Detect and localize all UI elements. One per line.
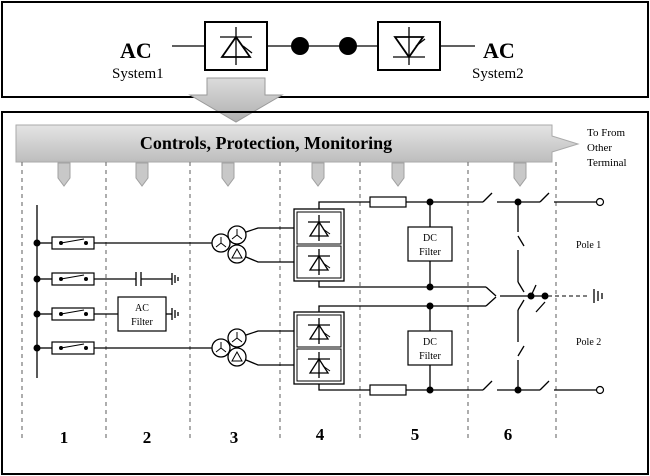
- dc-filter-top-line1: DC: [423, 233, 437, 244]
- thyristor-symbol-1: [220, 27, 253, 65]
- column-number-2: 2: [143, 428, 152, 447]
- pole1-terminal: [595, 197, 605, 207]
- ac-filter: AC Filter: [94, 296, 179, 332]
- smoothing-reactor-bottom: [369, 384, 407, 396]
- breaker-1: [37, 236, 95, 250]
- breaker-3: [37, 307, 95, 321]
- ac-switchyard: [33, 205, 95, 378]
- thyristor-symbol-2: [393, 27, 426, 65]
- terminal-label-line1: To From: [587, 127, 625, 139]
- control-arrows: [57, 162, 527, 187]
- column-number-1: 1: [60, 428, 69, 447]
- dc-filter-bottom-line2: Filter: [419, 351, 441, 362]
- terminal-label-line2: Other: [587, 142, 612, 154]
- left-system-label: System1: [112, 66, 164, 82]
- smoothing-reactor-top: [369, 196, 407, 208]
- column-numbers: 1 2 3 4 5 6: [60, 425, 513, 447]
- right-system-label: System2: [472, 66, 524, 82]
- pole1-label: Pole 1: [576, 240, 601, 251]
- dc-filter-top: [407, 226, 453, 262]
- column-separators: [21, 162, 557, 440]
- dc-wiring: DC Filter DC Filter: [318, 192, 605, 396]
- pole2-terminal: [595, 385, 605, 395]
- transformer-top: [94, 225, 294, 264]
- breaker-4: [37, 341, 95, 355]
- terminal-label-line3: Terminal: [587, 157, 627, 169]
- valve-group-bottom: [293, 311, 345, 385]
- column-number-6: 6: [504, 425, 513, 444]
- column-number-3: 3: [230, 428, 239, 447]
- shunt-capacitor: [94, 272, 179, 286]
- dc-filter-top-line2: Filter: [419, 247, 441, 258]
- right-ac-label: AC: [483, 38, 515, 63]
- breaker-2: [37, 272, 95, 286]
- zoom-arrow: [188, 77, 284, 123]
- left-ac-label: AC: [120, 38, 152, 63]
- top-panel: [1, 1, 649, 98]
- ac-filter-label-line2: Filter: [131, 317, 153, 328]
- column-number-5: 5: [411, 425, 420, 444]
- controls-bar: [15, 124, 580, 163]
- terminal-label: To From Other Terminal: [587, 127, 627, 169]
- bottom-panel: [1, 111, 649, 475]
- controls-label: Controls, Protection, Monitoring: [140, 133, 392, 153]
- column-number-4: 4: [316, 425, 325, 444]
- ac-filter-label-line1: AC: [135, 303, 149, 314]
- dc-filter-bottom-line1: DC: [423, 337, 437, 348]
- valve-group-top: [293, 208, 345, 282]
- transformer-bottom: [94, 328, 294, 367]
- pole2-label: Pole 2: [576, 337, 601, 348]
